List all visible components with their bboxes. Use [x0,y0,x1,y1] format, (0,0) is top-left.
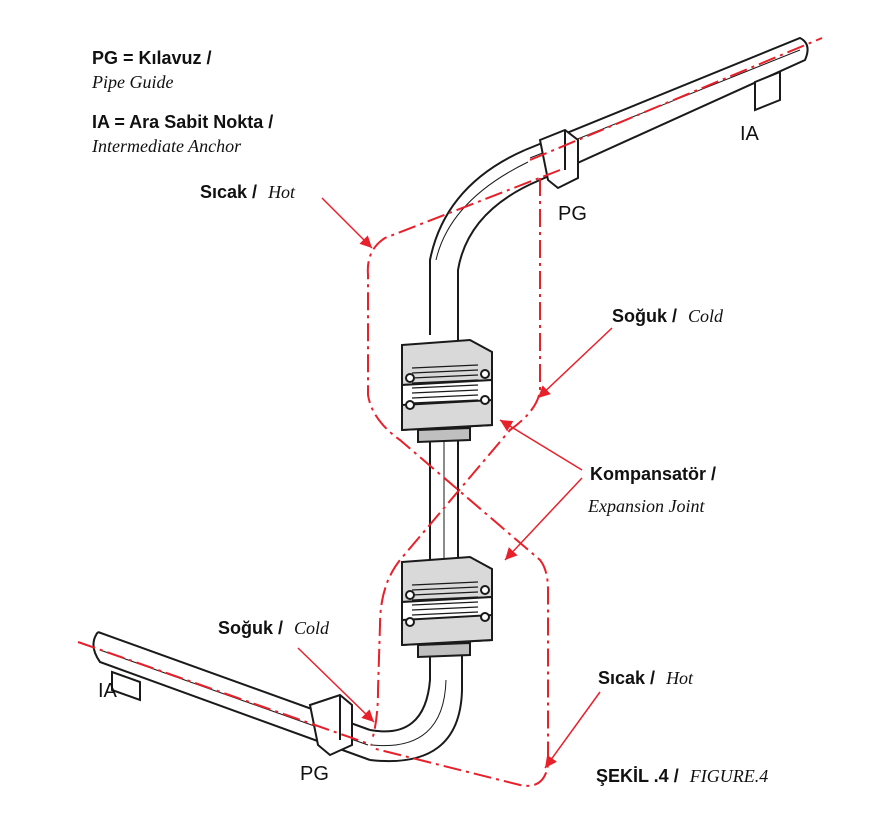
label-joint-en: Expansion Joint [587,496,705,516]
figure-caption-tr: ŞEKİL .4 / [596,766,679,786]
legend-pg-en: Pipe Guide [91,72,173,92]
legend-pg-tr: PG = Kılavuz / [92,48,212,68]
label-pg-top: PG [558,203,587,225]
label-pg-bottom: PG [300,763,329,785]
label-ia-bottom: IA [98,680,118,702]
legend-ia-en: Intermediate Anchor [91,136,242,156]
leader-arrows [297,197,613,769]
upper-elbow [429,149,541,340]
anchor-lower-left [111,670,141,702]
centerline-cold [77,37,823,746]
vertical-pipe [429,440,459,560]
figure-caption-en: FIGURE.4 [689,766,768,786]
anchor-upper-right [754,70,781,112]
label-hot-bottom-tr: Sıcak / [598,668,655,688]
label-hot-bottom: Sıcak / Hot [598,668,694,688]
arrow-joint-lower [504,477,583,561]
lower-elbow [369,640,463,763]
label-ia-top: IA [740,123,760,145]
expansion-joint-upper [401,338,493,444]
label-joint-tr: Kompansatör / [590,464,716,484]
pipe-guide-upper [538,128,579,190]
pipe-guide-lower [308,693,353,757]
label-hot-top-tr: Sıcak / [200,182,257,202]
expansion-joint-lower [401,555,493,659]
label-cold-right: Soğuk / Cold [612,306,724,326]
hot-outline [366,169,561,787]
label-hot-top: Sıcak / Hot [200,182,296,202]
legend-ia-tr: IA = Ara Sabit Nokta / [92,112,273,132]
label-cold-left-tr: Soğuk / [218,618,283,638]
arrow-joint-upper [499,419,583,471]
label-cold-right-en: Cold [688,306,724,326]
label-cold-right-tr: Soğuk / [612,306,677,326]
label-cold-left: Soğuk / Cold [218,618,330,638]
label-hot-bottom-en: Hot [665,668,694,688]
figure-caption: ŞEKİL .4 / FIGURE.4 [596,766,768,786]
arrow-cold-left [297,647,375,723]
arrow-cold-right [537,327,613,399]
arrow-hot-bottom [544,691,601,769]
label-hot-top-en: Hot [267,182,296,202]
arrow-hot-top [321,197,373,249]
label-cold-left-en: Cold [294,618,330,638]
